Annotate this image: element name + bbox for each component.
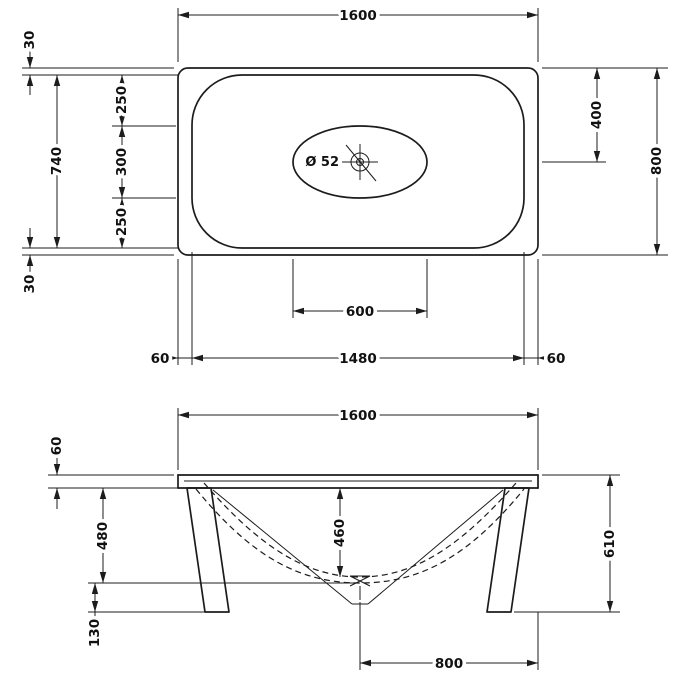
tub-floor-oval	[292, 125, 428, 199]
drain-diameter-label: Ø 52	[305, 155, 339, 170]
dim-label: 800	[435, 656, 463, 672]
dim-label: 30	[22, 31, 38, 50]
drain-trap	[349, 575, 371, 600]
basin-hidden-profile	[195, 482, 525, 584]
dim-label: 610	[602, 530, 618, 558]
dim-plan-basin-length-chain: 60 1480 60	[147, 252, 569, 371]
plan-view: Ø 52 1600 30 740 30	[19, 5, 669, 371]
dim-plan-overall-width: 800	[542, 68, 669, 256]
dim-label: 800	[649, 147, 665, 175]
dim-label: 1480	[339, 351, 377, 367]
dim-label: 130	[87, 619, 103, 647]
dim-label: 1600	[339, 8, 377, 24]
support-frame	[212, 489, 504, 605]
dim-plan-overall-length: 1600	[177, 5, 539, 62]
dim-label: 740	[49, 147, 65, 175]
leg-left	[186, 487, 230, 613]
drain-center	[356, 158, 364, 166]
dim-label: 480	[95, 522, 111, 550]
dim-plan-basin-width: 740	[46, 75, 69, 248]
elevation-view: 1600 60 480 130 460	[46, 405, 622, 676]
dim-label: 460	[332, 519, 348, 547]
dim-label: 300	[114, 148, 130, 176]
dim-label: 1600	[339, 408, 377, 424]
dim-label: 30	[22, 275, 38, 294]
dim-label: 60	[151, 351, 170, 367]
dim-label: 250	[114, 208, 130, 236]
frame-diagonal-left	[212, 489, 353, 605]
drain-circle	[350, 152, 370, 172]
rim-profile	[177, 474, 539, 489]
dim-label: 60	[547, 351, 566, 367]
basin-inner-surface	[203, 482, 517, 578]
dim-plan-segments: 250 300 250	[111, 75, 176, 248]
frame-diagonal-right	[367, 489, 504, 605]
tub-outer-edge	[177, 67, 539, 256]
basin-outer-shell	[195, 488, 525, 584]
dim-elev-rim-height: 60	[46, 433, 182, 509]
dim-plan-floor-length: 600	[292, 259, 428, 324]
dim-elev-overall-height: 610	[514, 474, 622, 613]
dim-label: 60	[49, 437, 65, 456]
trap-cross-2	[349, 575, 371, 587]
dim-elev-base-height: 130	[84, 583, 207, 651]
dim-plan-drain-offset: 400	[542, 67, 668, 163]
dim-label: 600	[346, 304, 374, 320]
leg-right	[486, 487, 530, 613]
drain-symbol: Ø 52	[303, 144, 378, 182]
tub-plan-outline	[177, 67, 539, 256]
dim-label: 250	[114, 86, 130, 114]
dim-plan-rim-top: 30	[19, 27, 178, 95]
drain-leader-line	[345, 144, 377, 182]
dim-elev-overall-length: 1600	[177, 405, 539, 470]
dim-plan-rim-bottom: 30	[19, 228, 178, 297]
dim-elev-center-to-end: 800	[359, 602, 539, 676]
legs	[186, 487, 530, 613]
dim-elev-body-height: 480	[88, 488, 358, 584]
dim-elev-inner-depth: 460	[329, 488, 352, 577]
dim-label: 400	[589, 101, 605, 129]
tub-inner-rim	[191, 74, 525, 249]
